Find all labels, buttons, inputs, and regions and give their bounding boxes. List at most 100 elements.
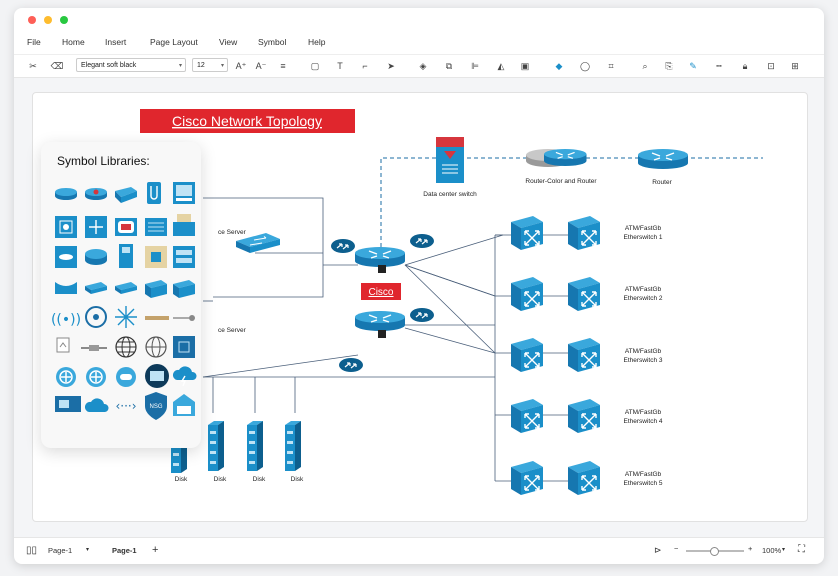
cube-symbol[interactable] — [173, 336, 195, 358]
symbol-library-panel[interactable]: Symbol Libraries: — [41, 142, 201, 448]
chevron-down-icon[interactable]: ▾ — [86, 547, 90, 553]
etherswitch-4[interactable] — [510, 398, 601, 434]
server-blue-symbol[interactable] — [173, 246, 195, 268]
cloud-lightning-symbol[interactable] — [172, 366, 197, 387]
phone-symbol[interactable] — [119, 244, 133, 268]
etherswitch-3[interactable] — [510, 337, 601, 373]
decrease-font-icon[interactable]: A⁻ — [255, 60, 267, 71]
crop-icon[interactable]: ⌗ — [608, 60, 614, 71]
switch-stack2-symbol[interactable] — [173, 280, 195, 298]
minimize-window-button[interactable] — [44, 16, 52, 24]
etherswitch-5[interactable] — [510, 460, 601, 496]
hub-symbol[interactable] — [147, 182, 161, 204]
line-style-icon[interactable]: ┅ — [716, 60, 722, 71]
router-card-symbol[interactable] — [55, 246, 77, 268]
connector-symbol[interactable] — [173, 315, 195, 321]
circle-node2-symbol[interactable] — [86, 367, 106, 387]
router-red-symbol[interactable] — [85, 188, 107, 200]
search-icon[interactable]: ⌕ — [642, 60, 648, 71]
doc-symbol[interactable] — [56, 337, 70, 353]
line-device-symbol[interactable] — [81, 345, 107, 351]
terminal-symbol[interactable] — [173, 182, 195, 204]
find-replace-icon[interactable]: ⎘ — [665, 60, 673, 71]
wireless-symbol[interactable]: ((•)) — [51, 312, 81, 328]
increase-font-icon[interactable]: A⁺ — [235, 60, 247, 71]
menu-symbol[interactable]: Symbol — [258, 37, 287, 47]
flip-icon[interactable]: ◭ — [497, 60, 505, 71]
antenna-symbol[interactable] — [55, 282, 77, 294]
cut-icon[interactable]: ✂ — [29, 60, 37, 71]
page-dropdown[interactable]: Page-1 — [48, 546, 73, 555]
rectangle-icon[interactable]: ▢ — [310, 60, 320, 71]
router-color-and-router[interactable] — [526, 148, 588, 167]
switch-stack-symbol[interactable] — [145, 280, 167, 298]
menu-home[interactable]: Home — [62, 37, 85, 47]
switch-square-symbol[interactable] — [85, 216, 107, 238]
page-panel-icon[interactable]: ▯▯ — [26, 545, 38, 556]
close-window-button[interactable] — [28, 16, 36, 24]
lock-icon[interactable]: 🔒︎ — [742, 60, 748, 71]
router-top-right[interactable] — [637, 148, 689, 170]
menu-view[interactable]: View — [219, 37, 238, 47]
text-icon[interactable]: T — [337, 61, 343, 71]
maximize-window-button[interactable] — [60, 16, 68, 24]
fit-icon[interactable]: ⊡ — [767, 60, 775, 71]
pointer-icon[interactable]: ➤ — [387, 60, 395, 71]
nsg-shield-symbol[interactable]: NSG — [145, 392, 167, 420]
disk-4[interactable] — [285, 421, 301, 471]
group-icon[interactable]: ⧉ — [445, 60, 453, 71]
board-symbol[interactable] — [55, 396, 81, 412]
star-network-symbol[interactable] — [115, 306, 137, 328]
access-point-symbol[interactable] — [55, 216, 77, 238]
fill-color-icon[interactable]: ◆ — [555, 60, 563, 71]
server-rack-symbol[interactable] — [145, 218, 167, 236]
flat-switch-symbol[interactable] — [85, 282, 107, 294]
zoom-in-button[interactable]: + — [748, 544, 753, 553]
play-icon[interactable]: ⊳ — [654, 545, 662, 555]
router-symbol[interactable] — [55, 188, 77, 200]
active-page-tab[interactable]: Page-1 — [112, 546, 137, 555]
zoom-slider-handle[interactable] — [710, 547, 719, 556]
size-icon[interactable]: ▣ — [520, 60, 530, 71]
server-switch[interactable] — [236, 233, 280, 253]
core-router-top[interactable] — [354, 246, 406, 268]
flat-switch2-symbol[interactable] — [115, 282, 137, 294]
layers-icon[interactable]: ◈ — [419, 60, 427, 71]
globe-outline-symbol[interactable] — [145, 336, 167, 358]
disk-2[interactable] — [208, 421, 224, 471]
fullscreen-icon[interactable]: ⛶ — [798, 544, 805, 555]
menu-insert[interactable]: Insert — [105, 37, 127, 47]
zoom-level[interactable]: 100% — [762, 546, 782, 555]
menu-file[interactable]: File — [27, 37, 41, 47]
circle-node-symbol[interactable] — [56, 367, 76, 387]
etherswitch-2[interactable] — [510, 276, 601, 312]
storage-symbol[interactable] — [145, 246, 167, 268]
wireless-router-symbol[interactable] — [115, 187, 137, 203]
circle-node3-symbol[interactable] — [116, 367, 136, 387]
globe-symbol[interactable] — [115, 336, 137, 358]
router-round-symbol[interactable] — [85, 249, 107, 265]
ids-symbol[interactable] — [115, 218, 137, 236]
core-router-bottom[interactable] — [354, 310, 406, 332]
align-left-icon[interactable]: ⊫ — [471, 60, 479, 71]
connector-icon[interactable]: ⌐ — [362, 61, 368, 71]
hub-circle-symbol[interactable] — [85, 306, 107, 328]
menu-help[interactable]: Help — [308, 37, 326, 47]
menu-page-layout[interactable]: Page Layout — [150, 37, 198, 47]
align-icon[interactable]: ≡ — [280, 61, 286, 71]
add-page-button[interactable]: + — [152, 544, 159, 556]
format-painter-icon[interactable]: ⌫ — [50, 60, 64, 71]
font-family-select[interactable]: Elegant soft black▾ — [76, 58, 186, 72]
cable-symbol[interactable] — [145, 316, 169, 320]
zoom-slider[interactable] — [686, 547, 744, 556]
chevron-down-icon[interactable]: ▾ — [782, 547, 786, 553]
cloud-symbol[interactable] — [84, 398, 109, 412]
printer-symbol[interactable] — [173, 214, 195, 236]
data-center-switch[interactable] — [436, 137, 464, 183]
font-size-select[interactable]: 12▾ — [192, 58, 228, 72]
dark-device-symbol[interactable] — [145, 364, 169, 388]
home-network-symbol[interactable] — [173, 394, 195, 416]
more-icon[interactable]: ⊞ — [791, 60, 799, 71]
disk-3[interactable] — [247, 421, 263, 471]
code-arrows-symbol[interactable]: ‹···› — [115, 399, 136, 413]
